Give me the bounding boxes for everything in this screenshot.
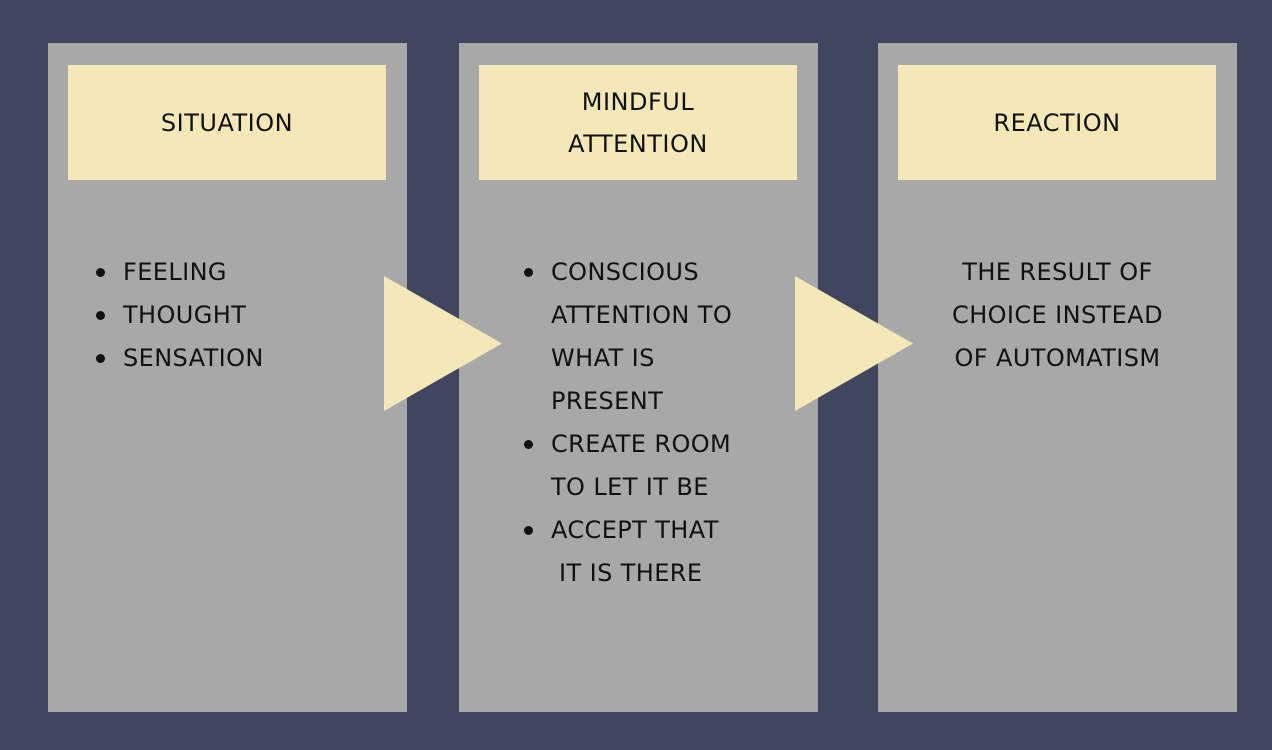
right-triangle-arrow-icon (384, 276, 502, 411)
list-item: FEELING (96, 251, 264, 294)
reaction-description: THE RESULT OF CHOICE INSTEAD OF AUTOMATI… (878, 251, 1237, 380)
list-item-text: PRESENT (551, 387, 664, 415)
list-item-text: TO LET IT BE (551, 473, 709, 501)
bullet-icon (96, 311, 105, 320)
reaction-title: REACTION (993, 108, 1121, 137)
mindful-attention-title: MINDFUL ATTENTION (568, 81, 708, 165)
mindful-attention-panel: MINDFUL ATTENTION CONSCIOUS ATTENTION TO… (459, 43, 818, 712)
list-item: ACCEPT THAT IT IS THERE (524, 509, 732, 595)
list-item: CREATE ROOM TO LET IT BE (524, 423, 732, 509)
list-item-text: THOUGHT (123, 301, 247, 329)
list-item-text: ATTENTION TO (551, 301, 733, 329)
list-item-text: CREATE ROOM (551, 430, 732, 458)
list-item: CONSCIOUS ATTENTION TO WHAT IS PRESENT (524, 251, 733, 423)
reaction-header: REACTION (898, 65, 1216, 180)
list-item-text: FEELING (123, 258, 227, 286)
list-item: THOUGHT (96, 294, 264, 337)
mindful-attention-title-line: ATTENTION (568, 129, 708, 158)
list-item: SENSATION (96, 337, 264, 380)
mindful-attention-title-line: MINDFUL (581, 87, 695, 116)
situation-title: SITUATION (160, 108, 294, 137)
situation-panel: SITUATION FEELING THOUGHT SENSATION (48, 43, 407, 712)
reaction-description-line: CHOICE INSTEAD (952, 301, 1163, 329)
bullet-icon (96, 354, 105, 363)
situation-header: SITUATION (68, 65, 386, 180)
list-item-text: CONSCIOUS (551, 258, 699, 286)
list-item-text: ACCEPT THAT (551, 516, 719, 544)
reaction-panel: REACTION THE RESULT OF CHOICE INSTEAD OF… (878, 43, 1237, 712)
bullet-icon (524, 268, 533, 277)
list-item-text: IT IS THERE (551, 559, 703, 587)
right-triangle-arrow-icon (795, 276, 913, 411)
mindful-attention-list: CONSCIOUS ATTENTION TO WHAT IS PRESENT C… (524, 251, 733, 595)
bullet-icon (524, 526, 533, 535)
bullet-icon (524, 440, 533, 449)
bullet-icon (96, 268, 105, 277)
list-item-text: SENSATION (123, 344, 264, 372)
reaction-description-line: THE RESULT OF (962, 258, 1153, 286)
reaction-description-line: OF AUTOMATISM (954, 344, 1161, 372)
list-item-text: WHAT IS (551, 344, 655, 372)
mindful-attention-header: MINDFUL ATTENTION (479, 65, 797, 180)
situation-list: FEELING THOUGHT SENSATION (96, 251, 264, 380)
